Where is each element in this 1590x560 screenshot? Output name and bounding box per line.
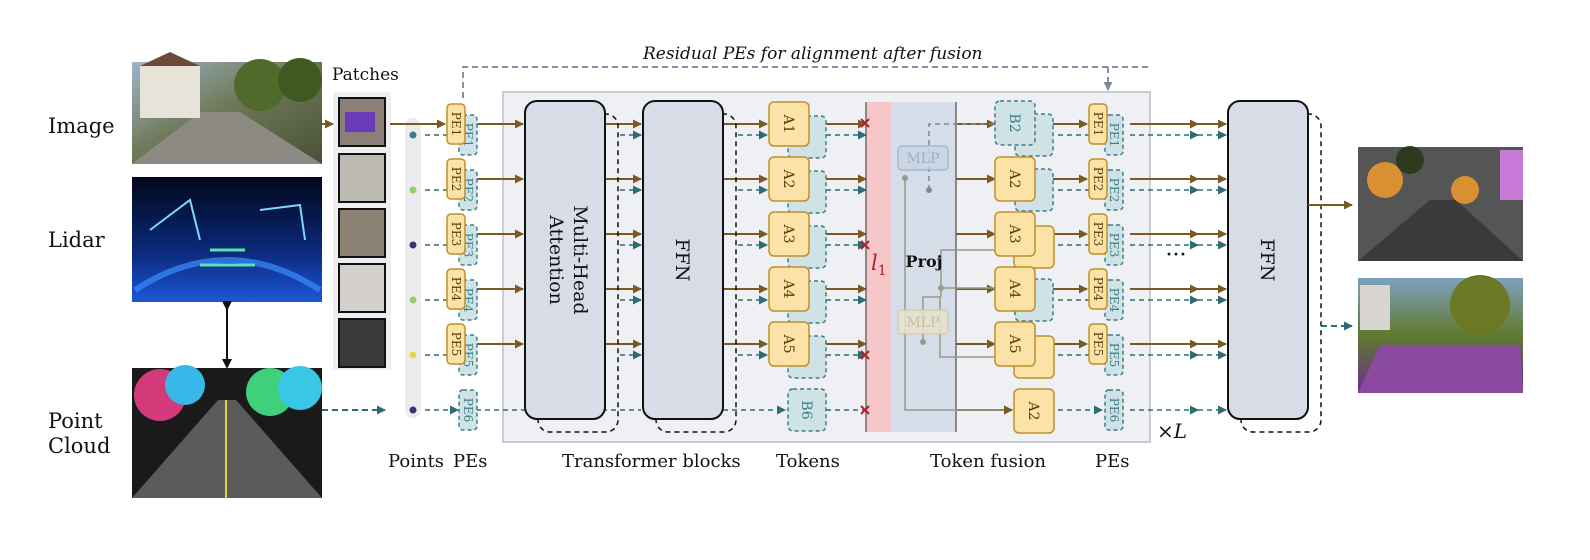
pe-right-4: PE4 [1088,268,1108,310]
token-a-1: A1 [768,101,810,147]
output-pointcloud-seg-thumbnail [1358,275,1523,393]
bottom-label-tokens: Tokens [776,451,840,472]
bottom-label-points: Points [388,451,445,472]
image-input-label: Image [48,114,115,138]
point-cloud-thumbnail [132,365,322,498]
fused-token-5: A5 [994,321,1036,367]
token-a-5-label: A5 [780,333,796,353]
ffn-label: FFN [671,239,693,282]
mlp-label-bottom: MLP [906,315,939,331]
pe-right-5: PE5 [1088,323,1108,365]
token-a-3-label: A3 [780,223,796,243]
pe-right-2: PE2 [1088,158,1108,200]
pe-shadow-right-2: PE2 [1104,169,1124,211]
fused-token-3: A3 [994,211,1036,257]
patches-column [333,92,391,370]
ffn-out-label: FFN [1256,239,1278,282]
bottom-label-pes-right: PEs [1095,451,1130,472]
pe-shadow-left-6-label: PE6 [461,398,475,422]
pe-left-2: PE2 [446,158,466,200]
fused-token-3-label: A3 [1006,223,1022,243]
proj-label: Proj [906,252,943,271]
times-l-label: ×L [1157,419,1187,443]
pe-left-1-label: PE1 [449,112,463,136]
pe-shadow-right-1-label: PE1 [1107,123,1121,147]
point-cloud-label-line1: Point [48,409,103,433]
pe-shadow-right-5-label: PE5 [1107,343,1121,367]
mlp-box-bottom: MLP [897,309,949,335]
mlp-box-top: MLP [897,145,949,171]
pe-right-3-label: PE3 [1091,222,1105,246]
pe-shadow-right-3-label: PE3 [1107,233,1121,257]
bottom-label-fusion: Token fusion [930,451,1046,472]
pe-shadow-right-2-label: PE2 [1107,178,1121,202]
output-ffn-block: FFN [1227,100,1322,433]
image-thumbnail [132,52,322,164]
token-b6: B6 [787,388,827,432]
fused-token-6: A2 [1013,388,1055,434]
pe-shadow-right-4-label: PE4 [1107,288,1121,313]
token-a-2-label: A2 [780,168,796,188]
pe-right-2-label: PE2 [1091,167,1105,191]
residual-line [462,66,1150,98]
pe-left-4: PE4 [446,268,466,310]
pe-right-4-label: PE4 [1091,277,1105,302]
pe-left-3-label: PE3 [449,222,463,246]
pe-shadow-left-6: PE6 [458,389,478,431]
token-a-5: A5 [768,321,810,367]
bottom-label-pes: PEs [453,451,488,472]
l1-label: l1 [871,251,887,279]
residual-pe-label: Residual PEs for alignment after fusion [643,44,983,64]
token-a-2: A2 [768,156,810,202]
pe-left-4-label: PE4 [449,277,463,302]
token-b6-label: B6 [798,400,814,419]
mha-label-line2: Attention [545,214,567,305]
token-a-4-label: A4 [780,278,796,298]
fused-token-2-label: A2 [1006,168,1022,188]
pe-right-1-label: PE1 [1091,112,1105,136]
token-a-1-label: A1 [780,113,796,133]
mha-label-line1: Multi-Head [569,205,591,314]
fused-token-4-label: A4 [1006,278,1022,298]
pe-right-3: PE3 [1088,213,1108,255]
fused-token-6-label: A2 [1025,400,1041,420]
pe-left-3: PE3 [446,213,466,255]
l1-band [866,102,891,432]
ellipsis: ··· [1166,243,1187,268]
pe-right-5-label: PE5 [1091,332,1105,356]
token-a-4: A4 [768,266,810,312]
pe-left-5-label: PE5 [449,332,463,356]
bottom-label-transformer: Transformer blocks [562,451,741,472]
lidar-input-label: Lidar [48,228,105,252]
token-a-3: A3 [768,211,810,257]
fused-token-1-label: B2 [1006,113,1022,132]
drop-marks [860,118,870,415]
pe-shadow-right-3: PE3 [1104,224,1124,266]
pe-left-2-label: PE2 [449,167,463,191]
point-cloud-label-line2: Cloud [48,434,111,458]
fused-token-5-label: A5 [1006,333,1022,353]
multi-head-attention-block: Multi-Head Attention [524,100,619,433]
pe-right-1: PE1 [1088,103,1108,145]
lidar-thumbnail [132,177,322,302]
output-image-seg-thumbnail [1358,146,1523,261]
pe-left-5: PE5 [446,323,466,365]
pe-shadow-right-6-label: PE6 [1107,398,1121,422]
fused-token-4: A4 [994,266,1036,312]
fused-token-1: B2 [994,100,1036,146]
ffn-block: FFN [642,100,737,433]
mlp-label-top: MLP [906,151,939,167]
pe-shadow-right-6: PE6 [1104,389,1124,431]
pe-left-1: PE1 [446,103,466,145]
points-column [405,118,421,418]
patches-label: Patches [332,65,399,85]
fused-token-2: A2 [994,156,1036,202]
